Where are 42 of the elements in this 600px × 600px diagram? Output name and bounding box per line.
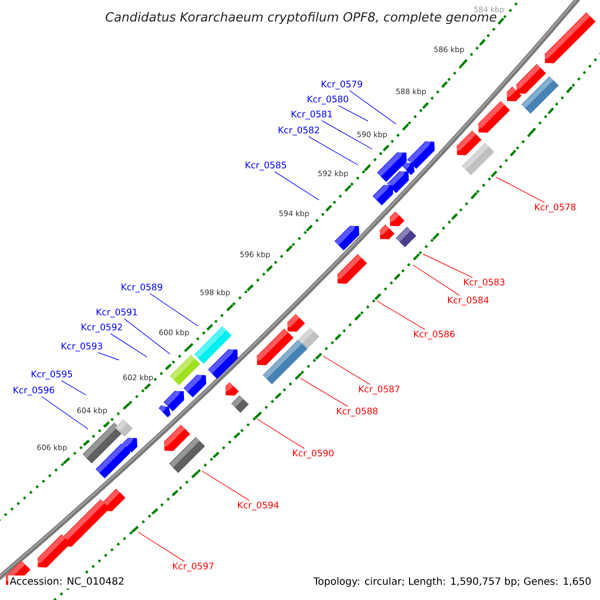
gene-label: Kcr_0585 bbox=[246, 162, 286, 170]
leader-line bbox=[300, 378, 348, 407]
gene-label: Kcr_0584 bbox=[448, 296, 489, 306]
leader-line bbox=[496, 176, 545, 203]
leader-line bbox=[274, 171, 320, 200]
gene-label: Kcr_0582 bbox=[278, 126, 319, 136]
gene-label: Kcr_0594 bbox=[238, 502, 279, 510]
leader-line bbox=[322, 356, 370, 385]
gene-label: Kcr_0588 bbox=[337, 408, 378, 416]
leader-line bbox=[422, 254, 473, 278]
gene-label: Kcr_0597 bbox=[173, 562, 214, 572]
gene-label: Kcr_0581 bbox=[292, 110, 332, 120]
gene-label: Kcr_0592 bbox=[82, 324, 122, 332]
footer-text: Topology: circular; Length: 1,590,757 bp; Genes: 1,650 bbox=[312, 576, 593, 588]
leader-line bbox=[61, 380, 86, 396]
gene-label: Kcr_0591 bbox=[96, 308, 137, 318]
leader-line bbox=[98, 352, 120, 360]
leader-line bbox=[376, 300, 426, 330]
gene-label: Kcr_0580 bbox=[308, 96, 348, 104]
leader-line bbox=[150, 293, 198, 326]
gene-label: Kcr_0586 bbox=[414, 330, 455, 340]
leader-line bbox=[110, 333, 148, 358]
gene-label: Kcr_0589 bbox=[122, 284, 162, 292]
leader-line bbox=[124, 318, 170, 354]
leader-line bbox=[138, 532, 185, 562]
leader-line bbox=[41, 396, 88, 430]
gene-label: Kcr_0579 bbox=[322, 80, 362, 90]
gene-label: Kcr_0578 bbox=[535, 204, 576, 212]
leader-line bbox=[256, 418, 305, 449]
gene-label: Kcr_0595 bbox=[32, 370, 72, 380]
leader-line bbox=[202, 470, 250, 501]
title: Candidatus Korarchaeum cryptofilum OPF8, complete genome bbox=[106, 12, 496, 24]
leader-line bbox=[321, 120, 372, 150]
leader-line bbox=[349, 90, 396, 124]
gene-label: Kcr_0590 bbox=[293, 450, 334, 458]
gene-label: Kcr_0596 bbox=[14, 386, 54, 396]
gene-label: Kcr_0587 bbox=[359, 386, 400, 394]
leader-line bbox=[308, 136, 358, 166]
leader-line bbox=[338, 105, 368, 122]
gene-label: Kcr_0583 bbox=[464, 278, 504, 288]
leader-line bbox=[412, 264, 460, 296]
gene-label: Kcr_0593 bbox=[62, 342, 102, 352]
